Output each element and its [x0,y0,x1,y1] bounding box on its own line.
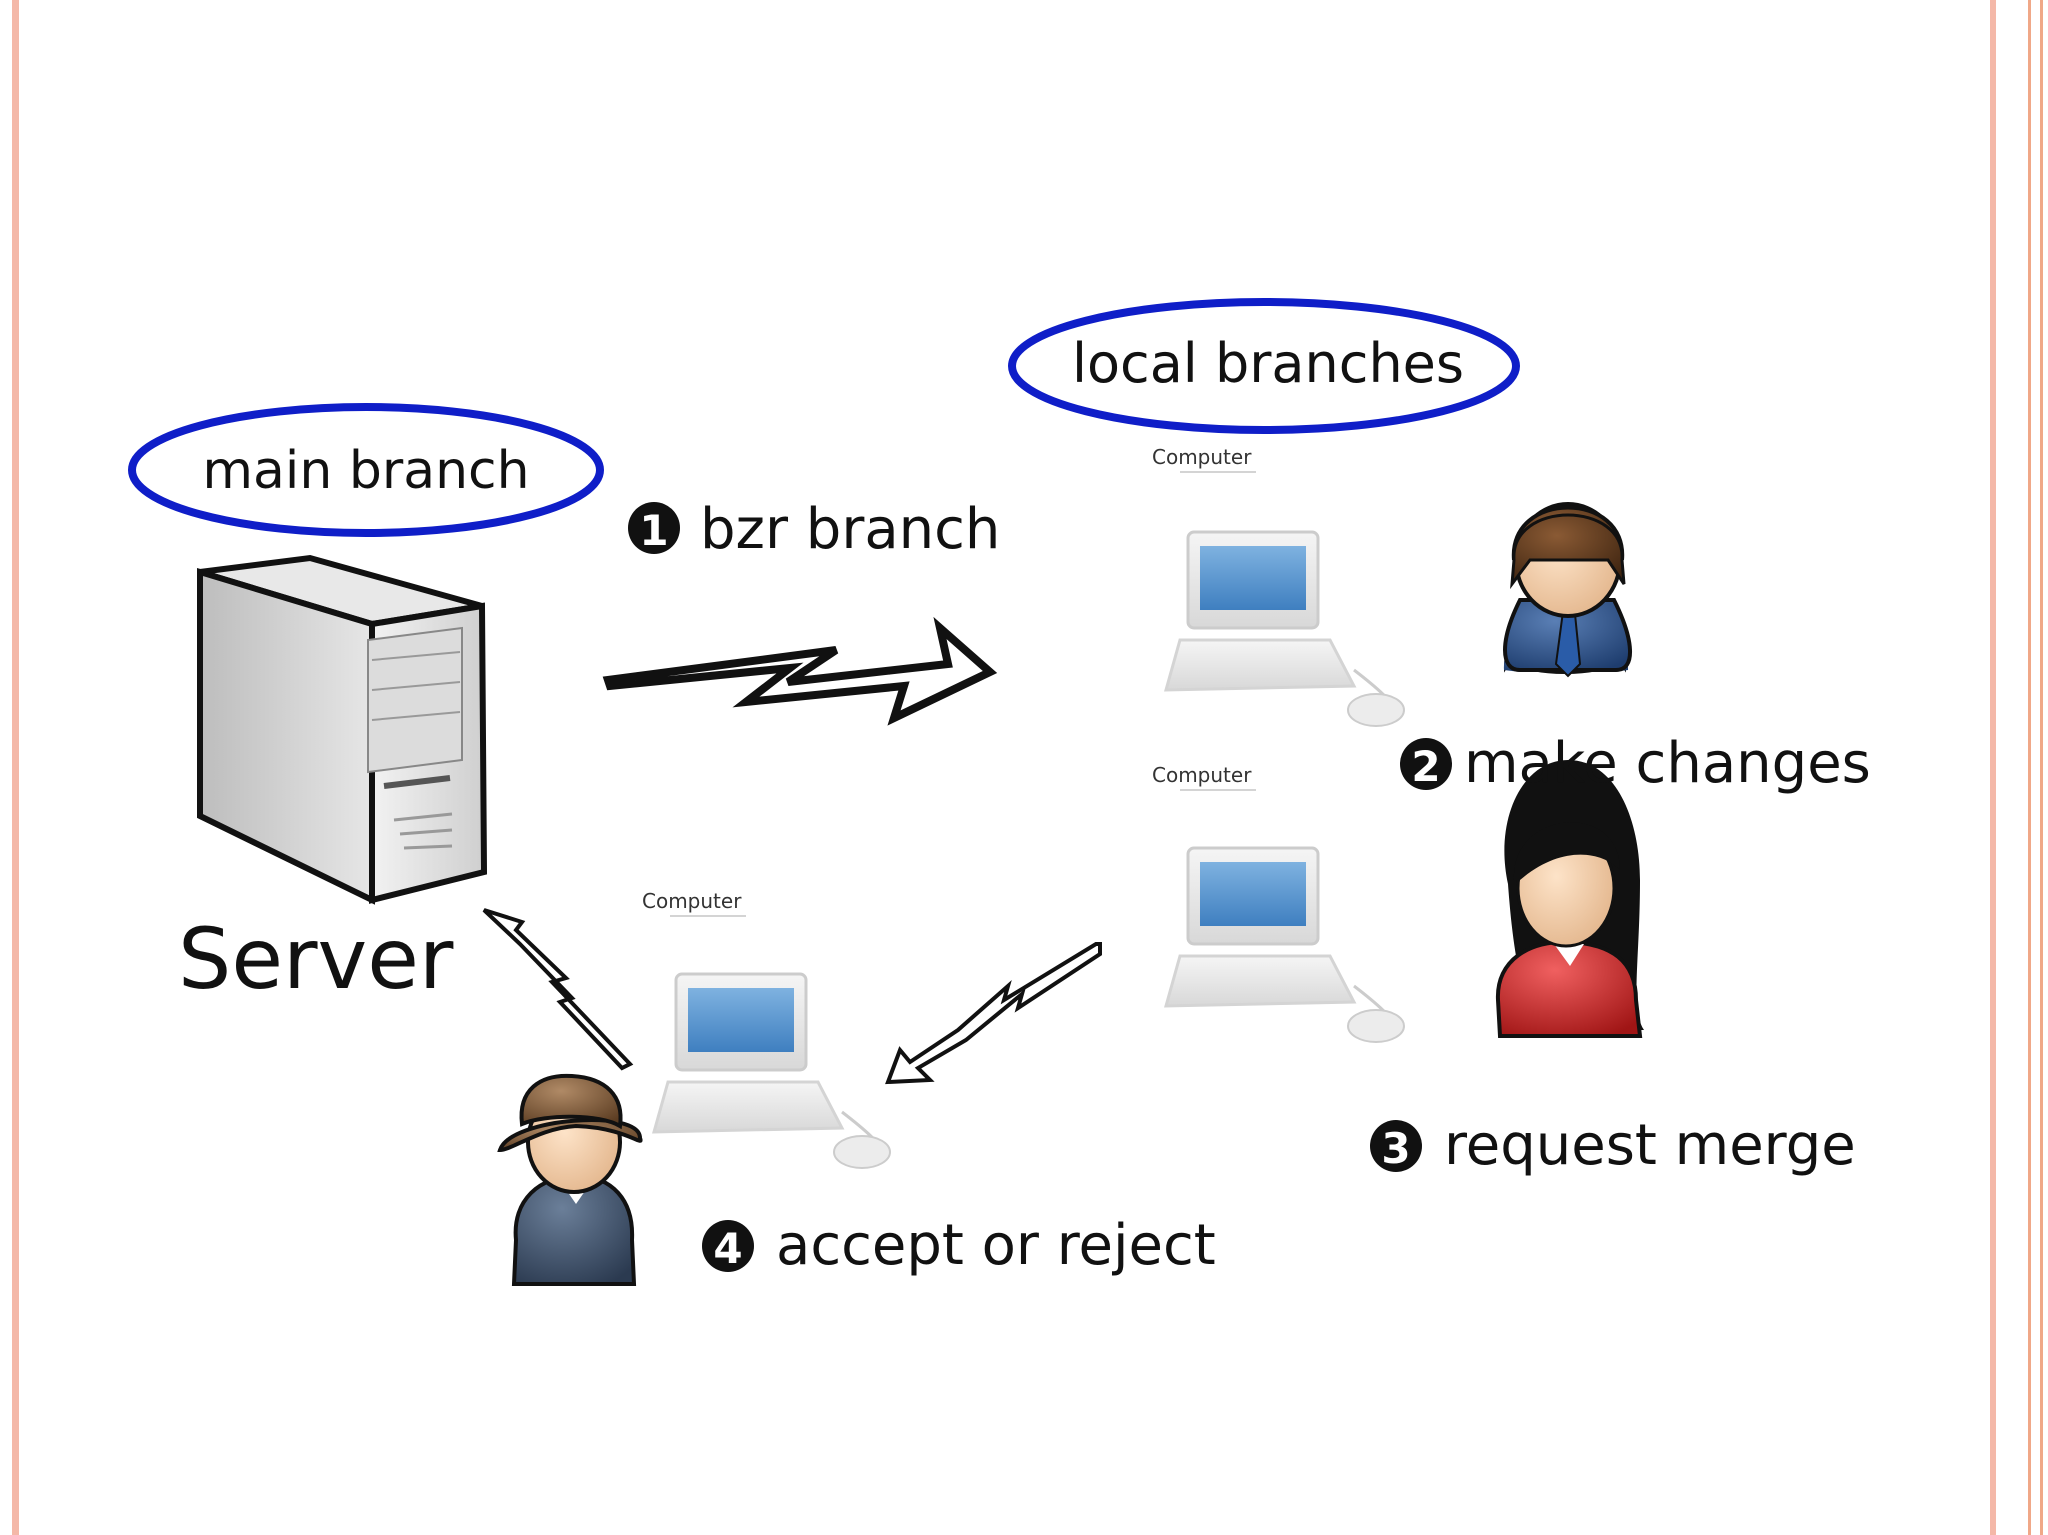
server-label: Server [178,910,454,1008]
step-3-badge [1370,1120,1422,1172]
step-3: 3 request merge [1370,1113,1856,1178]
local-branches-label: local branches [1072,332,1464,395]
user-hat-icon [497,1073,643,1286]
step-1-number: 1 [639,506,668,555]
step-1: 1 bzr branch [628,497,1000,562]
step-2: 2 make changes [1400,731,1871,796]
user-woman-icon [1495,760,1644,1038]
lightning-arrow-icon [602,616,998,726]
lightning-arrow-accept-icon [482,908,634,1071]
step-2-badge [1400,738,1452,790]
local-branches-ellipse [1008,298,1520,434]
step-4-badge [702,1220,754,1272]
step-2-text: make changes [1464,731,1871,796]
slide-frame-left [12,0,19,1535]
step-2-number: 2 [1411,742,1440,791]
step-4-text: accept or reject [776,1213,1216,1278]
local-branches-label-group: local branches [1008,298,1520,434]
server-icon [197,554,488,905]
step-4: 4 accept or reject [702,1213,1216,1278]
laptop-1-caption: Computer [1152,445,1252,469]
laptop-2-caption: Computer [1152,763,1252,787]
laptop-3-caption: Computer [642,889,742,913]
step-1-badge [628,502,680,554]
main-branch-label-group: main branch [128,403,604,537]
lightning-arrow-merge-icon [885,942,1102,1085]
laptop-icon-3: Computer [642,889,891,1169]
step-1-text: bzr branch [700,497,1000,562]
step-3-number: 3 [1381,1124,1410,1173]
user-tie-icon [1503,502,1632,678]
laptop-icon-1: Computer [1152,445,1405,727]
laptop-icon-2: Computer [1152,763,1405,1043]
main-branch-label: main branch [202,441,529,501]
slide-frame-right-line-outer [2040,0,2043,1535]
main-branch-ellipse [128,403,604,537]
slide-frame-right [1990,0,1996,1535]
step-3-text: request merge [1444,1113,1856,1178]
slide-frame-right-line [2028,0,2031,1535]
step-4-number: 4 [713,1224,742,1273]
